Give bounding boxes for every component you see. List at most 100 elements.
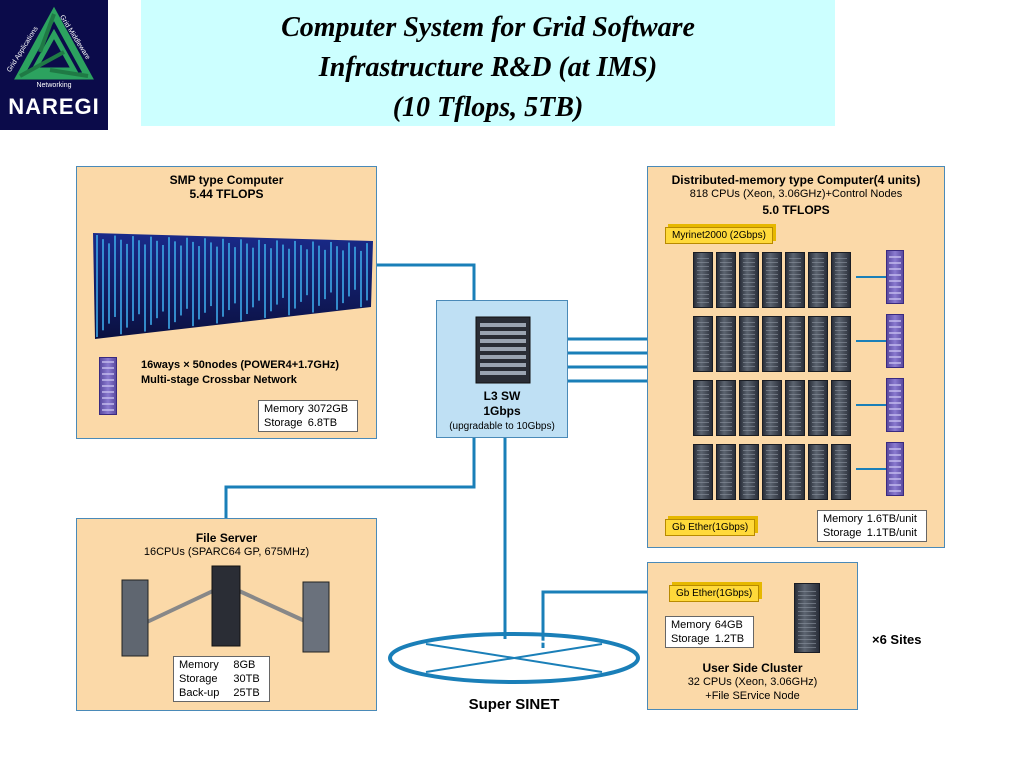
compute-rack	[739, 316, 759, 372]
compute-rack	[831, 444, 851, 500]
compute-rack	[693, 380, 713, 436]
dist-panel: Distributed-memory type Computer(4 units…	[647, 166, 945, 548]
smp-perf: 5.44 TFLOPS	[189, 187, 264, 201]
file-spec-label: Back-up	[179, 687, 220, 699]
rack-switch-link	[856, 468, 886, 470]
dist-spec-value: 1.1TB/unit	[866, 527, 917, 539]
l3-switch-panel: L3 SW 1Gbps (upgradable to 10Gbps)	[436, 300, 568, 438]
rack-switch-link	[856, 404, 886, 406]
naregi-logo-graphic	[14, 6, 94, 80]
compute-rack	[739, 380, 759, 436]
compute-rack	[785, 444, 805, 500]
file-spec-value: 8GB	[233, 659, 256, 671]
dist-spec-value: 1.6TB/unit	[866, 513, 917, 525]
dist-sub: 818 CPUs (Xeon, 3.06GHz)+Control Nodes	[689, 188, 903, 200]
link-smp-l3	[377, 263, 476, 301]
compute-rack	[693, 444, 713, 500]
smp-computer-image	[93, 233, 373, 339]
smp-desc-2: Multi-stage Crossbar Network	[141, 374, 297, 386]
compute-rack	[808, 316, 828, 372]
dist-perf: 5.0 TFLOPS	[762, 203, 830, 217]
l3-label-1: L3 SW	[483, 389, 521, 403]
compute-rack	[693, 252, 713, 308]
myrinet-switch-icon	[886, 250, 904, 304]
compute-rack	[739, 252, 759, 308]
user-cluster-rack	[794, 583, 820, 653]
file-sub: 16CPUs (SPARC64 GP, 675MHz)	[143, 546, 310, 558]
l3-switch-icon	[475, 316, 531, 384]
compute-rack	[762, 380, 782, 436]
l3-label-2: 1Gbps	[483, 404, 521, 418]
myrinet-switch-icon	[886, 314, 904, 368]
compute-rack	[762, 444, 782, 500]
compute-rack	[785, 252, 805, 308]
rack-switch-link	[856, 276, 886, 278]
file-spec-box: Memory 8GB Storage 30TB Back-up 25TB	[173, 656, 270, 702]
file-server-panel: File Server 16CPUs (SPARC64 GP, 675MHz) …	[76, 518, 377, 711]
smp-panel: SMP type Computer 5.44 TFLOPS 16ways × 5…	[76, 166, 377, 439]
file-spec-label: Memory	[179, 659, 219, 671]
compute-rack	[785, 380, 805, 436]
user-sub-1: 32 CPUs (Xeon, 3.06GHz)	[687, 676, 818, 688]
compute-rack	[808, 444, 828, 500]
compute-rack	[693, 316, 713, 372]
smp-spec-value: 6.8TB	[307, 417, 338, 429]
compute-rack	[831, 252, 851, 308]
compute-rack	[808, 380, 828, 436]
user-spec-value: 1.2TB	[714, 633, 745, 645]
user-spec-label: Memory	[671, 619, 711, 631]
compute-rack	[762, 316, 782, 372]
l3-label-3: (upgradable to 10Gbps)	[449, 421, 555, 432]
smp-spec-label: Memory	[264, 403, 304, 415]
dist-spec-label: Memory	[823, 513, 863, 525]
rack-switch-link	[856, 340, 886, 342]
smp-spec-label: Storage	[264, 417, 303, 429]
super-sinet-label: Super SINET	[468, 696, 560, 713]
super-sinet-ring	[388, 632, 640, 684]
compute-rack	[716, 444, 736, 500]
compute-rack	[739, 444, 759, 500]
smp-spec-value: 3072GB	[307, 403, 349, 415]
smp-switch-icon	[99, 357, 117, 415]
user-sub-2: +File SErvice Node	[705, 690, 800, 702]
myrinet-switch-icon	[886, 442, 904, 496]
link-sinet-user	[541, 590, 648, 648]
compute-rack	[716, 316, 736, 372]
file-spec-value: 25TB	[233, 687, 260, 699]
dist-spec-label: Storage	[823, 527, 862, 539]
user-ether-tag: Gb Ether(1Gbps)	[669, 585, 760, 602]
compute-rack	[716, 380, 736, 436]
title-line-2: Infrastructure R&D (at IMS)	[318, 52, 658, 83]
user-spec-label: Storage	[671, 633, 710, 645]
file-spec-value: 30TB	[233, 673, 260, 685]
title-banner: Computer System for Grid Software Infras…	[141, 0, 835, 126]
file-title: File Server	[195, 531, 258, 545]
link-l3-file	[224, 437, 476, 519]
dist-ether-tag: Gb Ether(1Gbps)	[665, 519, 756, 536]
smp-desc-1: 16ways × 50nodes (POWER4+1.7GHz)	[141, 359, 340, 371]
dist-title: Distributed-memory type Computer(4 units…	[671, 173, 921, 187]
smp-title: SMP type Computer	[169, 173, 284, 187]
naregi-logo: Grid Applications Grid Middleware Networ…	[0, 0, 108, 130]
compute-rack	[762, 252, 782, 308]
compute-rack	[831, 316, 851, 372]
title-line-1: Computer System for Grid Software	[281, 12, 695, 43]
logo-ring-bottom: Networking	[36, 82, 72, 89]
user-title: User Side Cluster	[702, 661, 803, 675]
compute-rack	[716, 252, 736, 308]
myrinet-tag: Myrinet2000 (2Gbps)	[665, 227, 773, 244]
logo-text: NAREGI	[8, 94, 100, 119]
compute-rack	[785, 316, 805, 372]
sites-count: ×6 Sites	[872, 632, 922, 647]
file-spec-label: Storage	[179, 673, 218, 685]
user-spec-value: 64GB	[714, 619, 743, 631]
file-server-image	[121, 565, 330, 657]
compute-rack	[831, 380, 851, 436]
myrinet-switch-icon	[886, 378, 904, 432]
title-line-3: (10 Tflops, 5TB)	[392, 92, 584, 123]
